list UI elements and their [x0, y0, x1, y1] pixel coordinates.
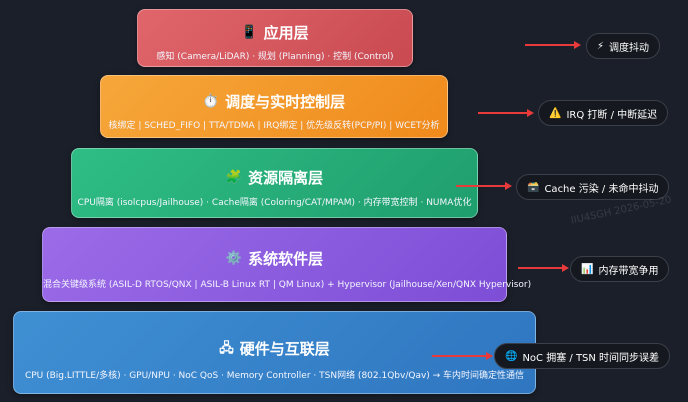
hardware-layer-title: 🖧 硬件与互联层: [14, 338, 535, 359]
isolation-layer-title-text: 资源隔离层: [248, 169, 324, 187]
system-software-layer-box: ⚙️ 系统软件层 混合关键级系统 (ASIL-D RTOS/QNX | ASIL…: [42, 227, 532, 302]
globe-icon: 🌐: [505, 350, 518, 362]
tag-label: NoC 拥塞 / TSN 时间同步误差: [522, 352, 660, 364]
application-layer-desc: 感知 (Camera/LiDAR) · 规划 (Planning) · 控制 (…: [156, 52, 394, 62]
tag-label: IRQ 打断 / 中断延迟: [566, 109, 658, 121]
cache-icon: 🗃️: [527, 181, 540, 193]
isolation-layer-title: 🧩 资源隔离层: [72, 167, 477, 188]
mobile-phone-icon: 📱: [241, 25, 258, 40]
hardware-layer-title-text: 硬件与互联层: [239, 340, 330, 358]
scheduling-layer-title-text: 调度与实时控制层: [225, 93, 346, 111]
arrow-irq-latency: [478, 109, 534, 117]
tag-label: 调度抖动: [609, 42, 650, 54]
system-software-layer-title-text: 系统软件层: [248, 250, 324, 268]
warning-icon: ⚠️: [549, 107, 562, 119]
application-layer-box: 📱 应用层 感知 (Camera/LiDAR) · 规划 (Planning) …: [137, 9, 413, 67]
system-software-layer-desc: 混合关键级系统 (ASIL-D RTOS/QNX | ASIL-B Linux …: [43, 280, 532, 290]
hardware-layer-desc: CPU (Big.LITTLE/多核) · GPU/NPU · NoC QoS …: [24, 371, 525, 381]
application-layer-title-text: 应用层: [263, 24, 309, 42]
tag-irq-latency: ⚠️ IRQ 打断 / 中断延迟: [538, 100, 669, 126]
stopwatch-icon: ⏱️: [202, 94, 220, 109]
hardware-layer-box: 🖧 硬件与互联层 CPU (Big.LITTLE/多核) · GPU/NPU ·…: [13, 311, 536, 394]
scheduling-layer-desc: 核绑定 | SCHED_FIFO | TTA/TDMA | IRQ绑定 | 优先…: [108, 121, 440, 131]
arrow-memory-bandwidth: [518, 264, 569, 272]
tag-memory-bandwidth: 📊 内存带宽争用: [570, 256, 670, 282]
tag-scheduling-jitter: ⚡ 调度抖动: [586, 33, 661, 59]
arrow-noc-congestion: [432, 352, 493, 360]
tag-cache-pollution: 🗃️ Cache 污染 / 未命中抖动: [516, 174, 670, 200]
network-icon: 🖧: [219, 341, 234, 356]
gear-icon: ⚙️: [225, 251, 243, 266]
arrow-scheduling-jitter: [525, 41, 581, 49]
tag-noc-congestion: 🌐 NoC 拥塞 / TSN 时间同步误差: [494, 343, 671, 369]
lightning-icon: ⚡: [597, 40, 605, 52]
scheduling-layer-box: ⏱️ 调度与实时控制层 核绑定 | SCHED_FIFO | TTA/TDMA …: [100, 75, 448, 138]
arrow-cache-pollution: [456, 182, 512, 190]
bar-chart-icon: 📊: [581, 263, 594, 275]
isolation-layer-box: 🧩 资源隔离层 CPU隔离 (isolcpus/Jailhouse) · Cac…: [71, 148, 478, 218]
isolation-layer-desc: CPU隔离 (isolcpus/Jailhouse) · Cache隔离 (Co…: [77, 198, 472, 208]
tag-label: 内存带宽争用: [598, 265, 659, 277]
system-software-layer-title: ⚙️ 系统软件层: [43, 248, 506, 269]
tag-label: Cache 污染 / 未命中抖动: [544, 183, 659, 195]
puzzle-icon: 🧩: [225, 170, 243, 185]
application-layer-title: 📱 应用层: [138, 22, 412, 43]
scheduling-layer-title: ⏱️ 调度与实时控制层: [101, 91, 447, 112]
